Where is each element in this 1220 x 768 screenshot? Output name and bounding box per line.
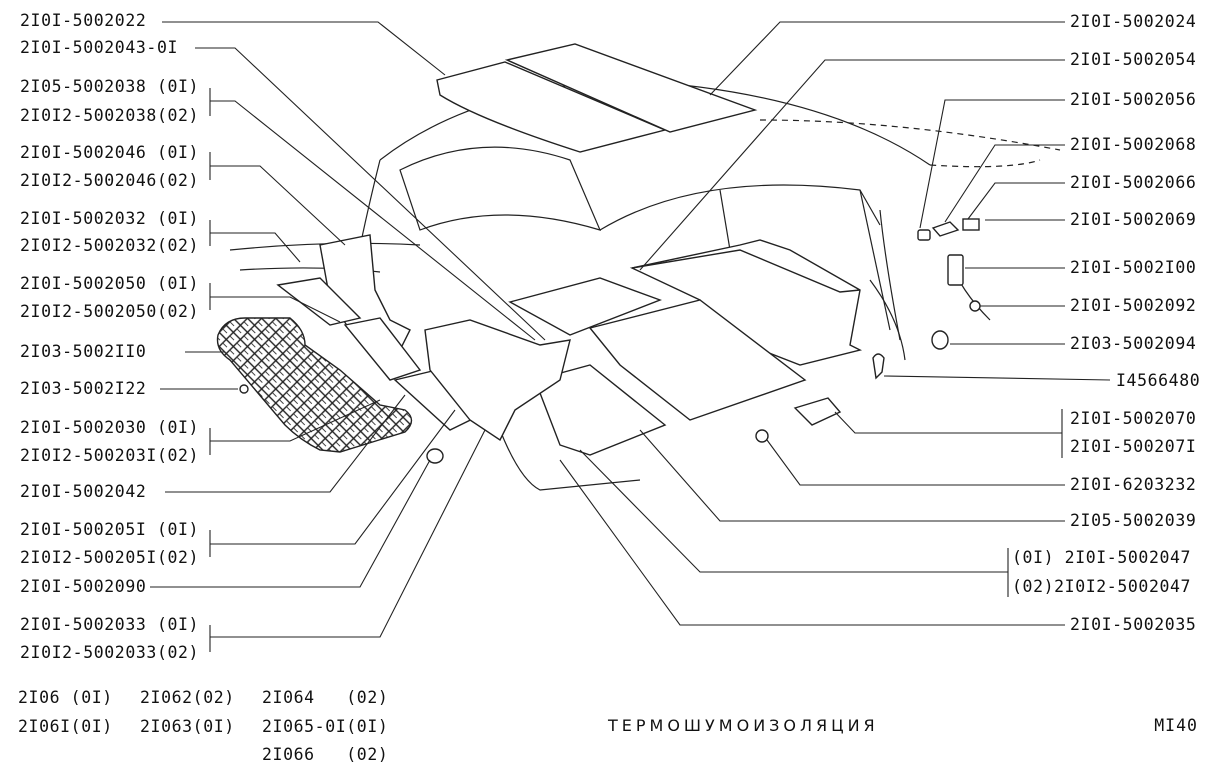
page-code: MI40	[1154, 716, 1198, 735]
model-21065-01: 2I065-0I(0I)	[262, 717, 389, 736]
clip-14566480	[872, 353, 885, 380]
label-2101-6203232: 2I0I-6203232	[1070, 475, 1197, 494]
label-21012-5002032-02: 2I0I2-5002032(02)	[20, 236, 200, 255]
label-21012-5002046-02: 2I0I2-5002046(02)	[20, 171, 200, 190]
roof-panel-rear	[504, 43, 758, 133]
side-panel	[276, 277, 362, 326]
front-mat-right	[534, 364, 667, 456]
plug-5002122	[239, 384, 249, 394]
label-2101-5002022: 2I0I-5002022	[20, 11, 147, 30]
label-2105-5002038-01: 2I05-5002038 (0I)	[20, 77, 200, 96]
pad-5002069	[962, 218, 980, 231]
label-2101-5002069: 2I0I-5002069	[1070, 210, 1197, 229]
page-title: ТЕРМОШУМОИЗОЛЯЦИЯ	[608, 716, 879, 735]
pad-5002070	[793, 397, 842, 426]
label-2101-5002043-01: 2I0I-5002043-0I	[20, 38, 179, 57]
label-2101-5002090: 2I0I-5002090	[20, 577, 147, 596]
label-2101-5002035: 2I0I-5002035	[1070, 615, 1197, 634]
label-2101-5002030-01: 2I0I-5002030 (0I)	[20, 418, 200, 437]
floor-mats	[276, 234, 863, 456]
label-2101-5002024: 2I0I-5002024	[1070, 12, 1197, 31]
model-21063: 2I063(0I)	[140, 717, 235, 736]
roof-panel-front	[436, 61, 668, 153]
label-2103-5002122: 2I03-5002I22	[20, 379, 147, 398]
roof-panels	[436, 43, 758, 153]
label-14566480: I4566480	[1116, 371, 1201, 390]
pad-5002068	[931, 221, 960, 237]
label-21012-5002050-02: 2I0I2-5002050(02)	[20, 302, 200, 321]
label-21012-5002038-02: 2I0I2-5002038(02)	[20, 106, 200, 125]
label-2101-5002066: 2I0I-5002066	[1070, 173, 1197, 192]
floor-mat-center	[588, 299, 807, 421]
model-2106: 2I06 (0I)	[18, 688, 113, 707]
model-21061: 2I06I(0I)	[18, 717, 113, 736]
label-2101-5002032-01: 2I0I-5002032 (0I)	[20, 209, 200, 228]
model-21062: 2I062(02)	[140, 688, 235, 707]
label-21012-5002033-02: 2I0I2-5002033(02)	[20, 643, 200, 662]
label-2101-5002092: 2I0I-5002092	[1070, 296, 1197, 315]
label-01-2101-5002047: (0I) 2I0I-5002047	[1012, 548, 1192, 567]
label-02-21012-5002047: (02)2I0I2-5002047	[1012, 577, 1192, 596]
center-pad	[343, 317, 422, 381]
small-parts	[239, 218, 981, 464]
model-21066: 2I066 (02)	[262, 745, 389, 764]
model-21064: 2I064 (02)	[262, 688, 389, 707]
checkered-floor-mat	[216, 317, 413, 453]
grommet-5002090	[426, 448, 444, 464]
plug-6203232	[755, 429, 769, 443]
label-2101-5002071: 2I0I-500207I	[1070, 437, 1197, 456]
label-2101-5002100: 2I0I-5002I00	[1070, 258, 1197, 277]
label-2101-5002068: 2I0I-5002068	[1070, 135, 1197, 154]
label-2105-5002039: 2I05-5002039	[1070, 511, 1197, 530]
leader-lines	[150, 21, 1111, 652]
label-2101-5002051-01: 2I0I-500205I (0I)	[20, 520, 200, 539]
plug-5002092	[969, 300, 981, 312]
tunnel-panel	[508, 277, 662, 336]
tunnel-cover	[424, 319, 571, 442]
pad-5002056	[917, 229, 931, 241]
label-2101-5002056: 2I0I-5002056	[1070, 90, 1197, 109]
label-21012-5002031-02: 2I0I2-500203I(02)	[20, 446, 200, 465]
plug-5002094	[931, 330, 949, 350]
label-2101-5002046-01: 2I0I-5002046 (0I)	[20, 143, 200, 162]
label-2101-5002042: 2I0I-5002042	[20, 482, 147, 501]
label-2101-5002033-01: 2I0I-5002033 (0I)	[20, 615, 200, 634]
pad-5002100	[947, 254, 964, 286]
car-body-outline	[229, 79, 1061, 491]
label-2101-5002054: 2I0I-5002054	[1070, 50, 1197, 69]
label-21012-5002051-02: 2I0I2-500205I(02)	[20, 548, 200, 567]
label-2101-5002070: 2I0I-5002070	[1070, 409, 1197, 428]
label-2103-5002110: 2I03-5002II0	[20, 342, 147, 361]
label-2103-5002094: 2I03-5002094	[1070, 334, 1197, 353]
label-2101-5002050-01: 2I0I-5002050 (0I)	[20, 274, 200, 293]
